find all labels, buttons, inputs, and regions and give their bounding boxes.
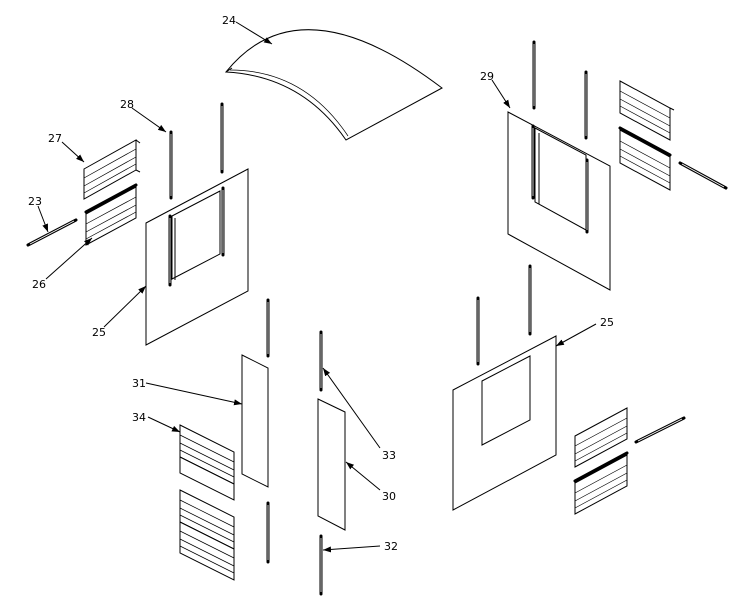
wall-panel-right-part-25: [452, 264, 557, 511]
louver-stack-part-34: [179, 424, 235, 581]
louver-panel-part-27: [83, 139, 141, 200]
label-29: 29: [480, 70, 494, 83]
door-panel-part-31: [241, 298, 270, 564]
rod-part-23: [26, 218, 78, 247]
label-30: 30: [382, 490, 396, 503]
wall-panel-left-part-25: [145, 168, 249, 346]
louver-panel-part-26: [84, 183, 138, 246]
louver-panels-right-upper: [618, 80, 728, 191]
part-labels: 24 28 27 23 26 25 29 25 31 34 33 30 32: [28, 14, 614, 553]
label-24: 24: [222, 14, 236, 27]
door-panel-part-30: [317, 330, 346, 596]
label-27: 27: [48, 132, 62, 145]
label-32: 32: [384, 540, 398, 553]
post-part-28: [169, 102, 224, 200]
label-28: 28: [120, 98, 134, 111]
label-34: 34: [132, 411, 146, 424]
label-23: 23: [28, 195, 42, 208]
label-25-right: 25: [600, 316, 614, 329]
label-31: 31: [132, 377, 146, 390]
label-33: 33: [382, 449, 396, 462]
leader-lines: [37, 21, 597, 553]
label-25-left: 25: [92, 326, 106, 339]
wall-panel-part-29: [507, 40, 611, 291]
roof-panel-part-24: [224, 29, 443, 141]
label-26: 26: [32, 278, 46, 291]
louver-panels-right-lower: [573, 407, 686, 515]
